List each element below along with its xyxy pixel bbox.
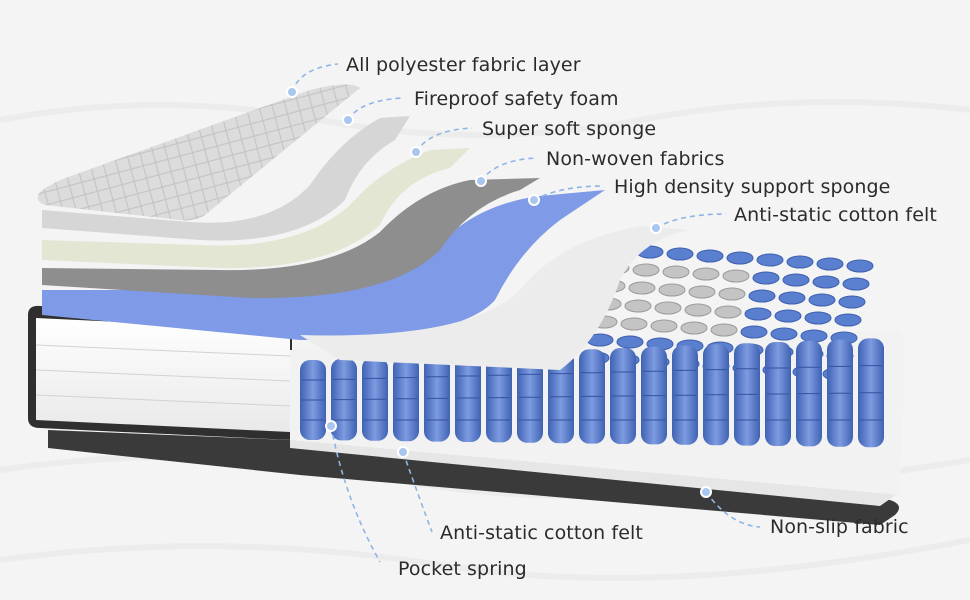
spring-top: [744, 307, 772, 321]
spring-top: [808, 293, 836, 307]
spring-top: [680, 321, 708, 335]
super-soft-sponge-layer: [42, 148, 470, 269]
pocket-spring-array: [300, 243, 884, 448]
spring-top: [846, 259, 874, 273]
anti-static-felt-top-layer: [300, 226, 690, 370]
label-non-slip-fabric: Non-slip fabric: [770, 516, 909, 538]
high-density-support-sponge-layer: [42, 190, 605, 340]
spring-top: [688, 285, 716, 299]
spring-top: [628, 281, 656, 295]
spring-top: [696, 249, 724, 263]
spring-top: [714, 305, 742, 319]
spring-top: [804, 311, 832, 325]
spring-top: [722, 269, 750, 283]
spring-top: [726, 251, 754, 265]
spring-top: [620, 317, 648, 331]
spring-top: [692, 267, 720, 281]
leader-dots: [286, 86, 712, 498]
label-super-soft-sponge: Super soft sponge: [482, 118, 657, 140]
non-woven-fabric-layer: [42, 178, 540, 299]
spring-top: [774, 309, 802, 323]
label-fireproof-foam: Fireproof safety foam: [414, 88, 619, 110]
label-anti-static-felt-top: Anti-static cotton felt: [734, 204, 937, 226]
spring-top: [812, 275, 840, 289]
spring-top: [770, 327, 798, 341]
spring-top: [838, 295, 866, 309]
spring-top: [684, 303, 712, 317]
spring-top: [842, 277, 870, 291]
spring-top: [800, 329, 828, 343]
spring-top: [782, 273, 810, 287]
label-anti-static-felt-bottom: Anti-static cotton felt: [440, 522, 643, 544]
spring-top: [662, 265, 690, 279]
fireproof-foam-layer: [42, 116, 410, 241]
polyester-fabric-layer: [37, 84, 361, 221]
spring-top: [778, 291, 806, 305]
label-polyester-fabric: All polyester fabric layer: [346, 54, 581, 76]
label-high-density-sponge: High density support sponge: [614, 176, 891, 198]
spring-top: [650, 319, 678, 333]
non-slip-fabric-layer: [48, 430, 899, 525]
label-non-woven-fabrics: Non-woven fabrics: [546, 148, 725, 170]
label-pocket-spring: Pocket spring: [398, 558, 527, 580]
spring-top: [616, 335, 644, 349]
spring-top: [834, 313, 862, 327]
spring-top: [710, 323, 738, 337]
spring-top: [654, 301, 682, 315]
side-stitch-lines: [35, 344, 291, 407]
spring-top: [624, 299, 652, 313]
spring-top: [740, 325, 768, 339]
spring-top: [752, 271, 780, 285]
spring-top: [756, 253, 784, 267]
spring-top: [666, 247, 694, 261]
spring-top: [748, 289, 776, 303]
spring-top: [786, 255, 814, 269]
spring-top: [816, 257, 844, 271]
spring-top: [718, 287, 746, 301]
spring-top: [632, 263, 660, 277]
spring-top: [658, 283, 686, 297]
